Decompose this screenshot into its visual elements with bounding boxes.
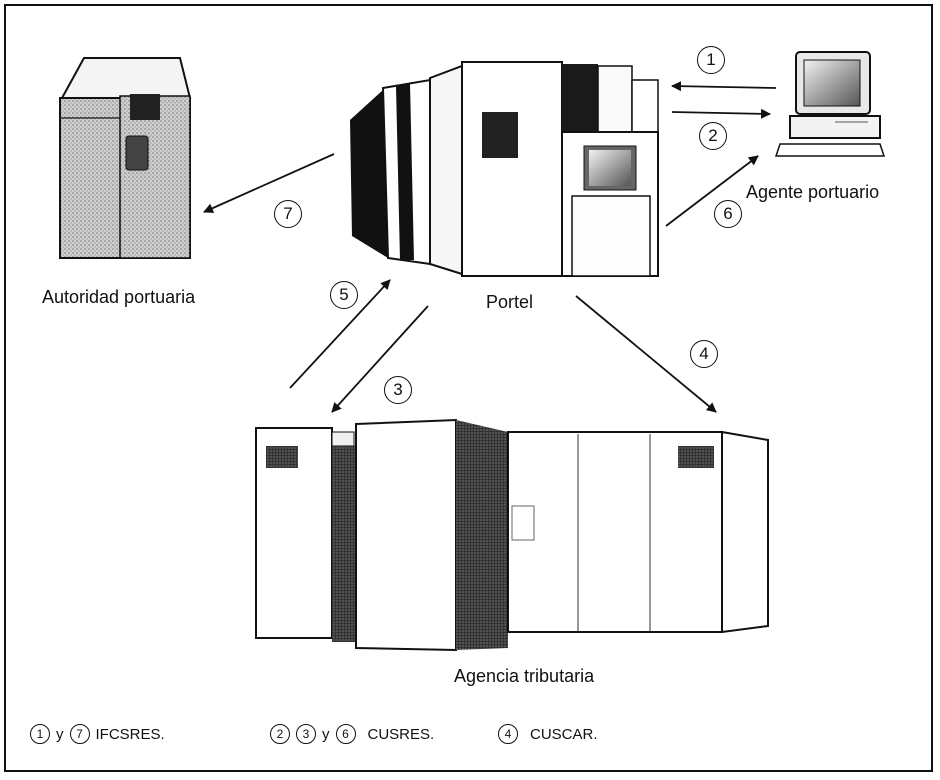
- arrow-step-1: [672, 86, 776, 88]
- label-portel: Portel: [486, 292, 533, 313]
- arrow-step-3: [332, 306, 428, 412]
- legend-num: 7: [70, 724, 90, 744]
- arrow-step-6: [666, 156, 758, 226]
- legend-item-ifcsres: 1 y 7 IFCSRES.: [30, 724, 165, 744]
- autoridad-portuaria-machine: [60, 58, 190, 258]
- legend-code: CUSCAR.: [530, 726, 598, 743]
- legend-item-cusres: 2 3 y 6 CUSRES.: [270, 724, 434, 744]
- portel-machine: [350, 62, 658, 276]
- legend-joiner: y: [322, 726, 330, 743]
- legend-num: 1: [30, 724, 50, 744]
- step-badge-1: 1: [697, 46, 725, 74]
- step-badge-6: 6: [714, 200, 742, 228]
- step-badge-7: 7: [274, 200, 302, 228]
- legend-num: 4: [498, 724, 518, 744]
- step-badge-2: 2: [699, 122, 727, 150]
- label-agencia-tributaria: Agencia tributaria: [454, 666, 594, 687]
- legend-item-cuscar: 4 CUSCAR.: [498, 724, 598, 744]
- label-agente-portuario: Agente portuario: [746, 182, 879, 203]
- legend-num: 2: [270, 724, 290, 744]
- legend-code: CUSRES.: [368, 726, 435, 743]
- arrow-step-7: [204, 154, 334, 212]
- legend-joiner: y: [56, 726, 64, 743]
- arrow-step-2: [672, 112, 770, 114]
- agente-computer: [776, 52, 884, 156]
- label-autoridad-portuaria: Autoridad portuaria: [42, 287, 195, 308]
- legend-num: 3: [296, 724, 316, 744]
- step-badge-5: 5: [330, 281, 358, 309]
- step-badge-4: 4: [690, 340, 718, 368]
- step-badge-3: 3: [384, 376, 412, 404]
- legend-num: 6: [336, 724, 356, 744]
- legend-code: IFCSRES.: [96, 726, 165, 743]
- agencia-tributaria-machine: [256, 420, 768, 650]
